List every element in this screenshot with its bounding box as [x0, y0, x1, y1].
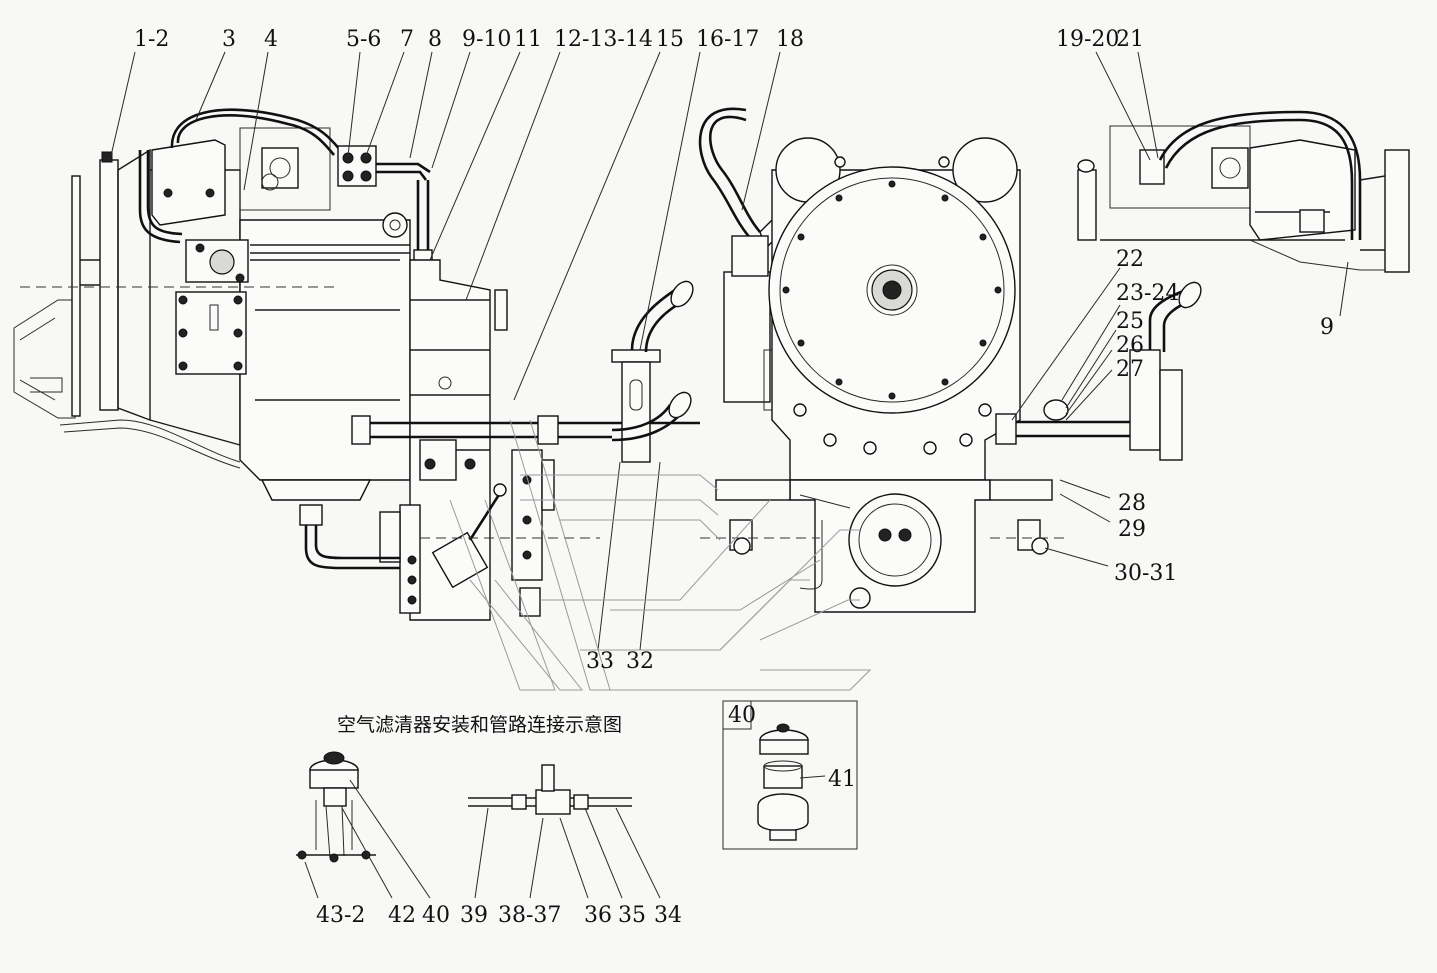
detail-box-40 [722, 700, 858, 850]
detail-box-40-label: 40 [728, 703, 756, 728]
callout-29: 29 [1118, 517, 1146, 542]
callout-11: 11 [514, 27, 542, 52]
callout-42: 42 [388, 903, 416, 928]
callout-27: 27 [1116, 357, 1144, 382]
callout-39: 39 [460, 903, 488, 928]
callout-25: 25 [1116, 309, 1144, 334]
callout-18: 18 [776, 27, 804, 52]
leader-lines [109, 51, 1349, 899]
callout-7: 7 [400, 27, 414, 52]
diagram-caption: 空气滤清器安装和管路连接示意图 [337, 714, 622, 736]
left-transmission-assembly [13, 108, 700, 621]
callout-22: 22 [1116, 247, 1144, 272]
callout-1-2: 1-2 [134, 27, 169, 52]
callout-15: 15 [656, 27, 684, 52]
callout-34: 34 [654, 903, 682, 928]
callout-36: 36 [584, 903, 612, 928]
callout-9b: 9 [1320, 315, 1334, 340]
callout-40: 40 [422, 903, 450, 928]
callout-labels: 1-2 3 4 5-6 7 8 9-10 11 12-13-14 15 16-1… [134, 27, 1334, 928]
callout-35: 35 [618, 903, 646, 928]
callout-8: 8 [428, 27, 442, 52]
callout-23-24: 23-24 [1116, 281, 1179, 306]
callout-38-37: 38-37 [498, 903, 561, 928]
center-front-view-assembly [698, 107, 1202, 613]
callout-41: 41 [828, 767, 856, 792]
callout-21: 21 [1116, 27, 1144, 52]
top-right-detail-view [1077, 110, 1410, 273]
callout-30-31: 30-31 [1114, 561, 1177, 586]
callout-32: 32 [626, 649, 654, 674]
callout-12-13-14: 12-13-14 [554, 27, 653, 52]
callout-9-10: 9-10 [462, 27, 511, 52]
callout-3: 3 [222, 27, 236, 52]
pipe-tee-assembly [468, 764, 632, 815]
air-filter-installation [296, 751, 376, 863]
callout-16-17: 16-17 [696, 27, 759, 52]
callout-5-6: 5-6 [346, 27, 381, 52]
callout-28: 28 [1118, 491, 1146, 516]
callout-33: 33 [586, 649, 614, 674]
callout-4: 4 [264, 27, 278, 52]
callout-19-20: 19-20 [1056, 27, 1119, 52]
callout-43-2: 43-2 [316, 903, 365, 928]
callout-26: 26 [1116, 333, 1144, 358]
